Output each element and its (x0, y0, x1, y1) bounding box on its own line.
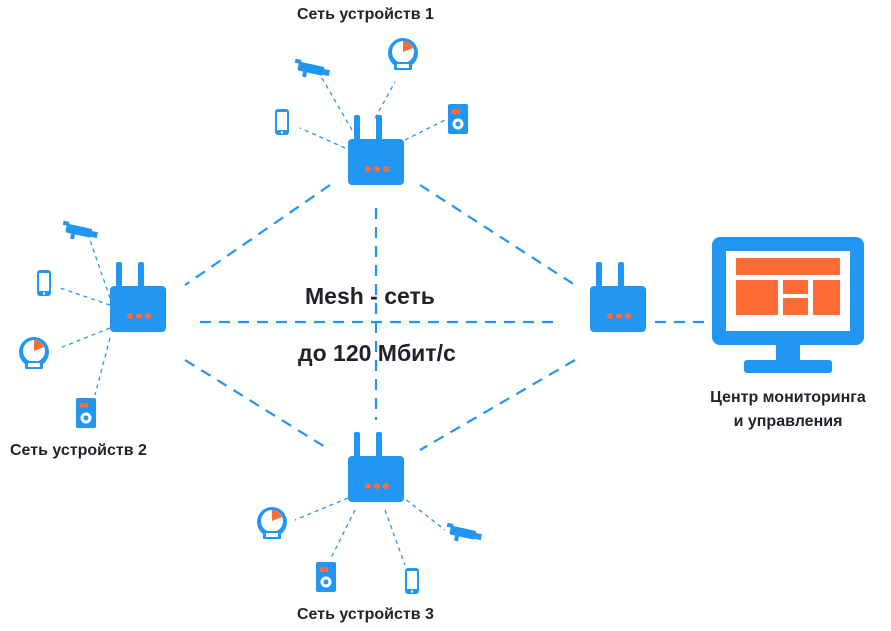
device-panel-icon (76, 398, 96, 428)
device-panel-icon (316, 562, 336, 592)
monitoring-center-line2: и управления (733, 413, 843, 430)
link-r2-r3 (184, 359, 331, 451)
device-panel-icon (448, 104, 468, 134)
router-icon-gateway (590, 262, 646, 332)
monitoring-center-label: Центр мониторинга и управления (693, 386, 883, 434)
phone-icon (37, 270, 51, 296)
router-icon-group2 (110, 262, 166, 332)
speed-label: до 120 Мбит/с (298, 340, 456, 366)
link-r1-r2 (184, 184, 331, 286)
meter-icon (388, 38, 418, 70)
camera-icon (444, 522, 483, 546)
camera-icon (292, 58, 331, 82)
mesh-links (184, 184, 712, 451)
phone-icon (275, 109, 289, 135)
group-2-label: Сеть устройств 2 (10, 442, 147, 459)
group-3-label: Сеть устройств 3 (297, 606, 434, 623)
router-icon-group3 (348, 432, 404, 502)
router-icon-group1 (348, 115, 404, 185)
link-r1-r4 (419, 184, 576, 286)
monitoring-center-line1: Центр мониторинга (710, 389, 866, 406)
phone-icon (405, 568, 419, 594)
device-links (59, 77, 446, 566)
meter-icon (19, 337, 49, 369)
monitor-icon (712, 237, 864, 373)
link-r4-r3 (419, 359, 576, 451)
mesh-title: Mesh - сеть (305, 283, 435, 309)
group-1-label: Сеть устройств 1 (297, 6, 434, 23)
camera-icon (60, 220, 99, 244)
meter-icon (257, 507, 287, 539)
